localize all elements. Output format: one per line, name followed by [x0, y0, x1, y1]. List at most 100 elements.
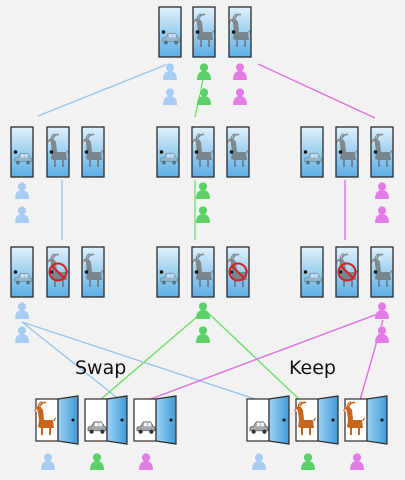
door-knob: [120, 418, 124, 422]
door-knob: [159, 150, 164, 154]
player-icon: [375, 301, 389, 319]
door-knob: [194, 150, 199, 154]
car-icon: [87, 421, 107, 434]
door-knob: [13, 150, 18, 154]
door-closed: [335, 126, 359, 178]
door-knob: [282, 418, 286, 422]
players-layer: [15, 62, 389, 470]
door-knob: [49, 150, 54, 154]
connector-line: [21, 321, 121, 401]
car-icon: [162, 32, 180, 45]
car-icon: [249, 421, 269, 434]
player-icon: [252, 452, 266, 470]
door-knob: [303, 270, 308, 274]
connector-lines: [21, 63, 384, 401]
door-knob: [231, 30, 236, 34]
door-closed: [46, 126, 70, 178]
door-closed: [81, 126, 105, 178]
door-closed: [156, 246, 180, 298]
goat-icon: [343, 401, 365, 435]
door-closed: [10, 126, 34, 178]
door-closed: [191, 246, 215, 298]
player-icon: [196, 301, 210, 319]
door-knob: [169, 418, 173, 422]
door-knob: [229, 150, 234, 154]
door-knob: [229, 270, 234, 274]
car-icon: [136, 421, 156, 434]
door-closed: [156, 126, 180, 178]
door-open: [343, 395, 388, 445]
door-closed: [228, 6, 252, 58]
car-icon: [304, 152, 322, 165]
player-icon: [15, 325, 29, 343]
swap-label: Swap: [75, 357, 127, 379]
player-icon: [163, 87, 177, 105]
player-icon: [375, 325, 389, 343]
door-knob: [373, 270, 378, 274]
door-closed: [46, 246, 70, 298]
player-icon: [233, 62, 247, 80]
door-closed: [335, 246, 359, 298]
door-closed: [10, 246, 34, 298]
door-closed: [81, 246, 105, 298]
door-closed: [300, 246, 324, 298]
goat-icon: [193, 13, 215, 47]
door-open: [294, 395, 339, 445]
door-knob: [303, 150, 308, 154]
door-knob: [84, 270, 89, 274]
goat-icon: [47, 133, 69, 167]
door-closed: [226, 246, 250, 298]
player-icon: [196, 181, 210, 199]
door-closed: [370, 246, 394, 298]
player-icon: [197, 62, 211, 80]
goat-icon: [192, 133, 214, 167]
goat-icon: [294, 401, 316, 435]
connector-line: [37, 63, 169, 117]
goat-icon: [371, 133, 393, 167]
door-closed: [300, 126, 324, 178]
door-knob: [84, 150, 89, 154]
no-sign-icon: [337, 262, 357, 282]
player-icon: [15, 181, 29, 199]
door-knob: [338, 270, 343, 274]
car-icon: [160, 272, 178, 285]
goat-icon: [229, 13, 251, 47]
door-open: [246, 395, 290, 445]
car-icon: [160, 152, 178, 165]
door-knob: [13, 270, 18, 274]
goat-icon: [34, 401, 56, 435]
goat-icon: [336, 133, 358, 167]
door-closed: [192, 6, 216, 58]
door-closed: [226, 126, 250, 178]
doors-layer: [10, 6, 394, 445]
player-icon: [163, 62, 177, 80]
connector-line: [204, 309, 301, 401]
door-knob: [338, 150, 343, 154]
door-open: [84, 395, 128, 445]
player-icon: [375, 181, 389, 199]
keep-label: Keep: [289, 357, 336, 379]
player-icon: [301, 452, 315, 470]
door-knob: [71, 418, 75, 422]
player-icon: [90, 452, 104, 470]
goat-icon: [192, 253, 214, 287]
door-knob: [194, 270, 199, 274]
player-icon: [15, 205, 29, 223]
player-icon: [139, 452, 153, 470]
goat-icon: [82, 133, 104, 167]
player-icon: [41, 452, 55, 470]
connector-line: [147, 311, 384, 401]
player-icon: [197, 87, 211, 105]
door-knob: [195, 30, 200, 34]
player-icon: [233, 87, 247, 105]
player-icon: [196, 325, 210, 343]
car-icon: [304, 272, 322, 285]
player-icon: [196, 205, 210, 223]
door-open: [34, 395, 79, 445]
no-sign-icon: [228, 262, 248, 282]
door-knob: [373, 150, 378, 154]
car-icon: [14, 272, 32, 285]
connector-line: [257, 63, 376, 119]
